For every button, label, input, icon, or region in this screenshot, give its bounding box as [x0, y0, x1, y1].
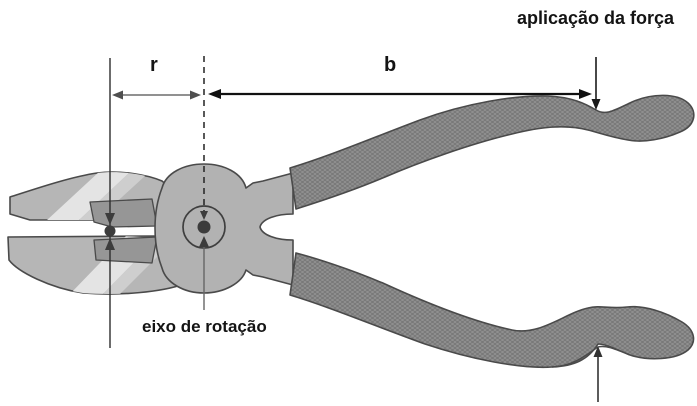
label-arm-r: r — [150, 54, 158, 76]
annotations — [104, 56, 603, 402]
label-rotation-axis: eixo de rotação — [142, 317, 267, 336]
grip-point-dot — [104, 225, 116, 237]
b-dimension-arrow — [208, 89, 592, 99]
force-up-arrow — [593, 346, 603, 402]
label-arm-b: b — [384, 54, 397, 76]
label-force-application: aplicação da força — [517, 8, 675, 28]
force-down-arrow — [591, 57, 601, 110]
lower-cutting-notch — [93, 236, 158, 264]
lower-handle — [289, 252, 695, 369]
r-dimension-arrow — [112, 90, 201, 100]
upper-cutting-notch — [89, 198, 158, 228]
pivot-dot — [197, 220, 211, 234]
pivot-joint — [154, 163, 294, 294]
upper-handle — [289, 94, 695, 210]
grip-point-arrows — [105, 213, 115, 250]
pivot-point-arrows — [199, 211, 209, 247]
